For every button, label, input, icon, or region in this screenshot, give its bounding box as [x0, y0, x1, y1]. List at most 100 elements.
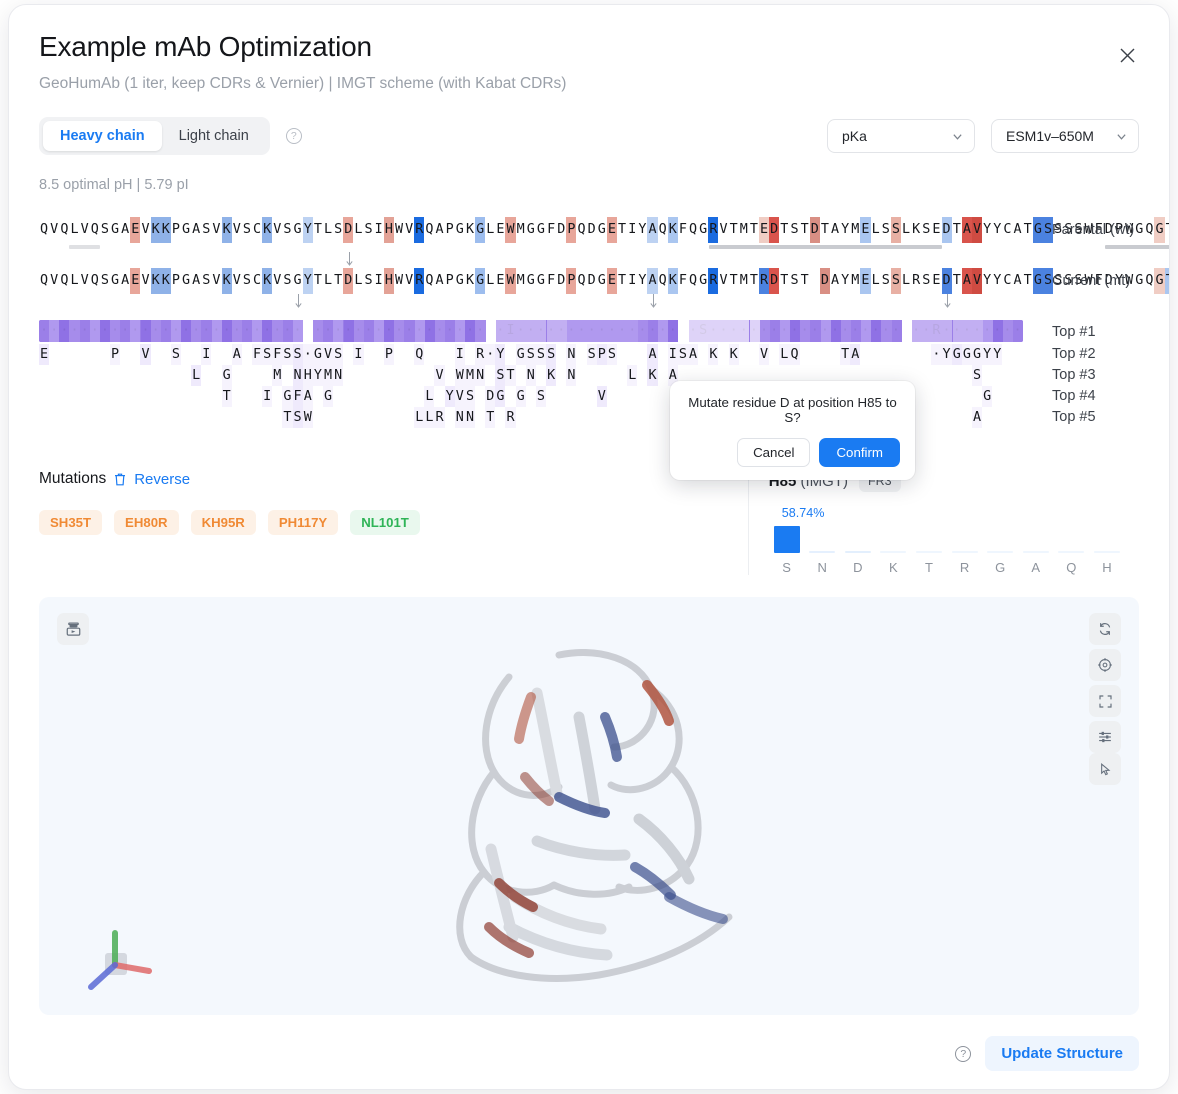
heatband-cell[interactable] [536, 320, 547, 342]
fullscreen-icon[interactable] [1089, 685, 1121, 717]
heatband-cell[interactable] [384, 320, 395, 342]
heatband-cell[interactable] [323, 320, 334, 342]
heatband-cell[interactable] [911, 320, 923, 342]
heatband-cell[interactable] [708, 320, 720, 342]
update-structure-button[interactable]: Update Structure [985, 1036, 1139, 1071]
heatband-cell[interactable] [942, 320, 953, 342]
heatband-cell[interactable] [648, 320, 659, 342]
heatband-cell[interactable] [49, 320, 60, 342]
bar-column[interactable] [982, 523, 1018, 553]
heatband-cell[interactable] [516, 320, 527, 342]
heatband-cell[interactable] [373, 320, 385, 342]
heatband-cell[interactable] [404, 320, 415, 342]
mutation-chip[interactable]: SH35T [39, 510, 103, 535]
heatband-cell[interactable] [658, 320, 669, 342]
heatband-cell[interactable] [120, 320, 131, 342]
heatband-cell[interactable] [962, 320, 973, 342]
bar-column[interactable] [1089, 523, 1125, 553]
scoring-metric-select[interactable]: pKa [827, 119, 975, 153]
heatband-cell[interactable] [221, 320, 232, 342]
heatband-cell[interactable] [191, 320, 202, 342]
heatband-cell[interactable] [790, 320, 801, 342]
heatband-cell[interactable] [39, 320, 50, 342]
heatband-cell[interactable] [698, 320, 709, 342]
mutation-chip[interactable]: KH95R [190, 510, 256, 535]
heatband-cell[interactable] [414, 320, 425, 342]
center-target-icon[interactable] [1089, 649, 1121, 681]
heatband-cell[interactable] [485, 320, 496, 342]
heatband-cell[interactable] [333, 320, 344, 342]
heatband-cell[interactable] [627, 320, 638, 342]
heatband-cell[interactable] [556, 320, 567, 342]
bar-column[interactable] [876, 523, 912, 553]
heatband-cell[interactable] [597, 320, 608, 342]
mutation-chip[interactable]: EH80R [114, 510, 179, 535]
pointer-icon[interactable] [1089, 753, 1121, 785]
heatband-cell[interactable] [170, 320, 182, 342]
heatband-cell[interactable] [445, 320, 456, 342]
conservation-heatband[interactable]: ··························Y·············… [39, 320, 1023, 342]
heatband-cell[interactable] [130, 320, 141, 342]
heatband-cell[interactable] [140, 320, 151, 342]
heatband-cell[interactable] [313, 320, 324, 342]
heatband-cell[interactable] [1003, 320, 1014, 342]
heatband-cell[interactable] [272, 320, 283, 342]
capture-icon[interactable] [57, 613, 89, 645]
bar-column[interactable] [947, 523, 983, 553]
trash-icon[interactable] [113, 472, 127, 487]
heatband-cell[interactable] [465, 320, 476, 342]
help-icon[interactable]: ? [285, 128, 302, 144]
protein-structure-render[interactable] [39, 597, 1139, 1015]
heatband-cell[interactable] [668, 320, 679, 342]
heatband-cell[interactable] [576, 320, 588, 342]
bar-column[interactable] [840, 523, 876, 553]
heatband-cell[interactable] [891, 320, 902, 342]
heatband-cell[interactable] [262, 320, 273, 342]
heatband-cell[interactable] [242, 320, 253, 342]
model-select[interactable]: ESM1v–650M [991, 119, 1139, 153]
heatband-cell[interactable] [739, 320, 750, 342]
heatband-cell[interactable] [89, 320, 100, 342]
heatband-cell[interactable] [637, 320, 648, 342]
heatband-cell[interactable] [779, 320, 791, 342]
heatband-cell[interactable] [424, 320, 435, 342]
bar-column[interactable] [804, 523, 840, 553]
heatband-cell[interactable] [353, 320, 364, 342]
heatband-cell[interactable] [231, 320, 242, 342]
heatband-cell[interactable] [901, 320, 912, 342]
heatband-cell[interactable] [110, 320, 121, 342]
heatband-cell[interactable] [810, 320, 821, 342]
heatband-cell[interactable] [69, 320, 80, 342]
heatband-cell[interactable] [211, 320, 222, 342]
bar-column[interactable] [1018, 523, 1054, 553]
heatband-cell[interactable] [759, 320, 770, 342]
help-icon[interactable]: ? [955, 1045, 972, 1062]
heatband-cell[interactable] [343, 320, 354, 342]
heatband-cell[interactable] [455, 320, 466, 342]
heatband-cell[interactable] [566, 320, 577, 342]
heatband-cell[interactable] [982, 320, 994, 342]
rotate-icon[interactable] [1089, 613, 1121, 645]
heatband-cell[interactable] [201, 320, 212, 342]
heatband-cell[interactable] [800, 320, 811, 342]
heatband-cell[interactable] [282, 320, 293, 342]
mutation-chip[interactable]: PH117Y [267, 510, 339, 535]
heatband-cell[interactable] [394, 320, 405, 342]
heatband-cell[interactable] [150, 320, 161, 342]
heatband-cell[interactable] [181, 320, 192, 342]
heatband-cell[interactable] [434, 320, 445, 342]
heatband-cell[interactable] [160, 320, 171, 342]
heatband-cell[interactable] [526, 320, 537, 342]
heatband-cell[interactable] [302, 320, 314, 342]
heatband-cell[interactable] [972, 320, 983, 342]
